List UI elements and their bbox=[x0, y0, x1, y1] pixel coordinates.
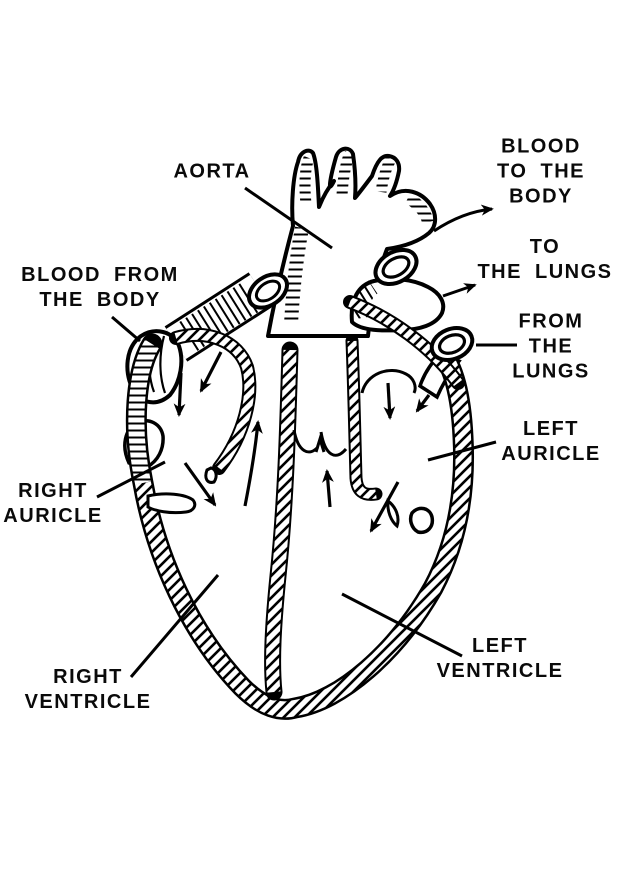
septum bbox=[264, 341, 299, 701]
arrow-to-lungs bbox=[442, 283, 477, 298]
arrow-blood-to-body bbox=[433, 204, 494, 233]
label-to-lungs: TO THE LUNGS bbox=[477, 236, 613, 283]
flow-arrow-right-auricle-1 bbox=[173, 372, 186, 418]
heart-outer-wall bbox=[125, 333, 475, 720]
flow-arrow-left-auricle-2 bbox=[415, 394, 431, 413]
mitral-wall-band bbox=[345, 334, 383, 501]
valve-details bbox=[146, 369, 435, 535]
label-leader-lines bbox=[96, 186, 517, 678]
left-auricle-roof-band bbox=[343, 295, 465, 390]
aorta-vessel bbox=[266, 146, 438, 338]
label-left-auricle: LEFT AURICLE bbox=[501, 418, 601, 465]
flow-arrow-left-auricle-1 bbox=[383, 382, 396, 421]
label-left-ventricle: LEFT VENTRICLE bbox=[436, 635, 564, 682]
leader-right-auricle bbox=[96, 460, 166, 499]
leader-blood-from-body bbox=[111, 315, 141, 343]
label-right-auricle: RIGHT AURICLE bbox=[3, 480, 103, 527]
flow-arrow-right-ventricle-up bbox=[243, 419, 263, 507]
right-auricle-wall-band bbox=[169, 328, 257, 475]
flow-arrow-aortic-outflow bbox=[322, 468, 334, 508]
flow-arrow-into-left-ventricle bbox=[369, 481, 400, 533]
blood-flow-arrows bbox=[173, 351, 431, 533]
label-blood-from-body: BLOOD FROM THE BODY bbox=[21, 264, 179, 311]
pulmonary-vein-ring bbox=[429, 326, 475, 362]
label-from-lungs: FROM THE LUNGS bbox=[512, 310, 590, 383]
leader-aorta bbox=[244, 186, 333, 250]
label-right-ventricle: RIGHT VENTRICLE bbox=[24, 666, 152, 713]
leader-left-auricle bbox=[427, 440, 497, 462]
flow-arrow-into-right-ventricle bbox=[183, 462, 217, 507]
leader-right-ventricle bbox=[129, 574, 220, 678]
label-aorta: AORTA bbox=[173, 160, 251, 183]
label-blood-to-body: BLOOD TO THE BODY bbox=[497, 135, 585, 208]
flow-arrow-right-auricle-2 bbox=[199, 351, 223, 393]
leader-left-ventricle bbox=[341, 592, 463, 658]
